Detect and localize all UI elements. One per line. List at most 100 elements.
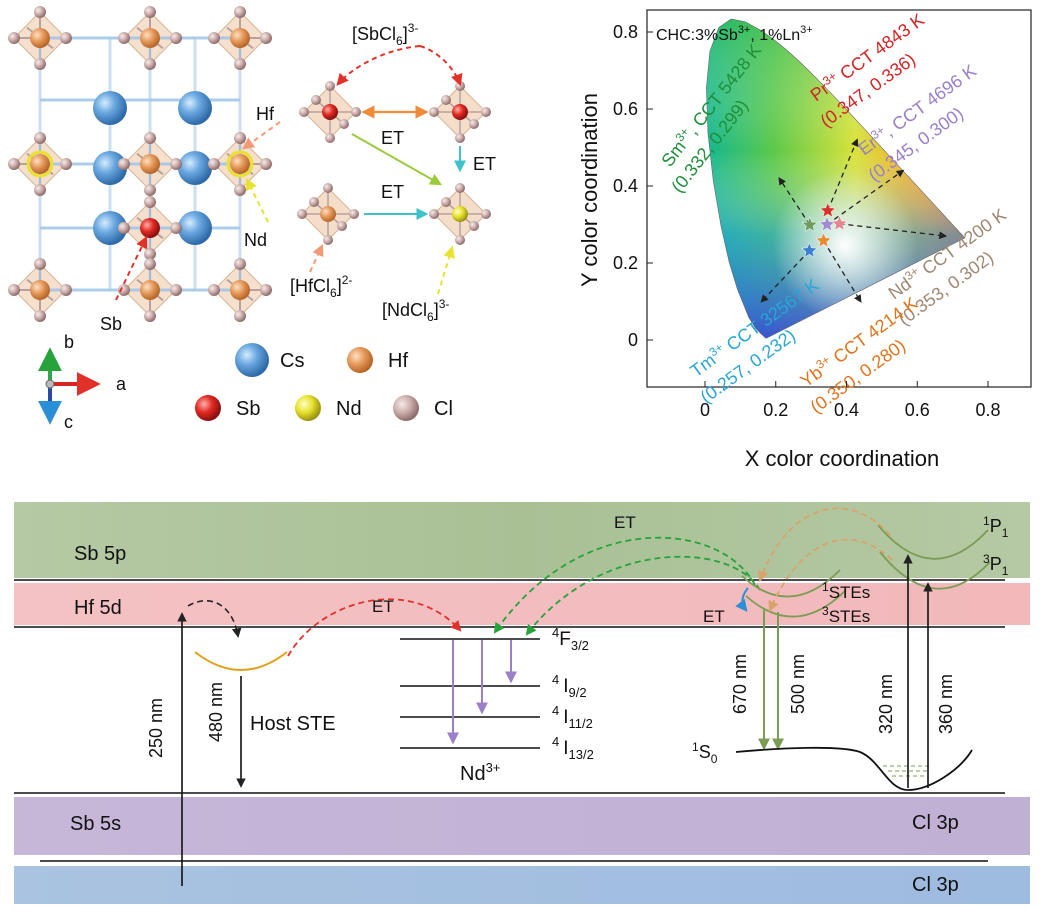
cl-atom	[260, 158, 272, 170]
cs-atom	[93, 91, 127, 125]
sb-atom	[140, 218, 160, 238]
band-hf5d	[14, 583, 1030, 625]
cl-atom	[234, 310, 246, 322]
cl-atom	[208, 284, 220, 296]
cl-atom	[208, 158, 220, 170]
site-label-hf: Hf	[256, 104, 275, 124]
hf-atom	[30, 154, 50, 174]
cl-atom	[34, 184, 46, 196]
cie-star-yb	[815, 232, 832, 248]
axis-triad: b a c	[38, 332, 127, 432]
et-label-side: ET	[473, 154, 496, 174]
wavelength-670: 670 nm	[730, 654, 750, 714]
wavelength-250: 250 nm	[146, 698, 166, 758]
cl-atom	[234, 184, 246, 196]
cs-atom	[93, 151, 127, 185]
legend-swatch-cl	[393, 395, 419, 421]
cl-atom	[234, 6, 246, 18]
cie-y-axis-label: Y color coordination	[577, 93, 602, 287]
cl-atom	[144, 258, 156, 270]
cie-x-tick-label: 0.6	[905, 400, 930, 420]
cl-atom	[144, 6, 156, 18]
sbcl6-cluster-left	[299, 81, 361, 143]
cl-atom	[234, 132, 246, 144]
band-cl3p	[14, 866, 1030, 904]
cluster-label-ndcl6: [NdCl6]3-	[382, 297, 449, 324]
et-label-sb: ET	[614, 513, 636, 532]
hf-atom	[140, 154, 160, 174]
axis-label-b: b	[64, 332, 74, 352]
cs-atom	[178, 211, 212, 245]
cie-arrow-yb	[822, 240, 862, 303]
sb-level-1stes: 1STEs	[822, 580, 870, 602]
nd-ion-label: Nd3+	[460, 760, 500, 785]
wavelength-320: 320 nm	[876, 674, 896, 734]
axis-label-a: a	[116, 374, 127, 394]
hf-atom	[30, 280, 50, 300]
cl-atom	[8, 284, 20, 296]
hf-atom	[140, 280, 160, 300]
hf-atom	[230, 154, 250, 174]
cie-arrow-sm	[778, 176, 811, 226]
band-label-sb5s: Sb 5s	[70, 813, 121, 835]
et-label-top: ET	[381, 128, 404, 148]
cs-atom	[178, 91, 212, 125]
cie-y-tick-label: 0	[628, 330, 638, 350]
legend-swatch-nd	[295, 395, 321, 421]
cl-atom	[144, 248, 156, 260]
cie-x-tick-label: 0.2	[763, 400, 788, 420]
cie-x-tick-label: 0	[700, 400, 710, 420]
hf-atom	[140, 28, 160, 48]
cl-atom	[144, 132, 156, 144]
cl-atom	[60, 158, 72, 170]
cie-x-axis-label: X color coordination	[745, 446, 939, 471]
cl-atom	[144, 310, 156, 322]
cl-atom	[170, 284, 182, 296]
host-ste-label: Host STE	[250, 713, 336, 735]
cl-atom	[144, 184, 156, 196]
cie-star-markers	[801, 201, 848, 258]
cl-atom	[234, 58, 246, 70]
cluster-label-hfcl6: [HfCl6]2-	[290, 273, 352, 300]
cl-atom	[60, 284, 72, 296]
nd-site-ring	[26, 150, 54, 178]
cie-locus-outline	[706, 18, 966, 339]
cie-y-tick-label: 0.2	[613, 253, 638, 273]
cl-atom	[118, 222, 130, 234]
site-label-nd: Nd	[244, 230, 267, 250]
cie-title: CHC:3%Sb3+, 1%Ln3+	[656, 24, 813, 44]
legend-swatch-sb	[195, 395, 221, 421]
cie-star-nd	[831, 215, 848, 231]
legend-label-nd: Nd	[336, 398, 362, 420]
cl-atom	[34, 6, 46, 18]
cluster-label-sbcl6: [SbCl6]3-	[352, 21, 418, 48]
cluster-energy-transfer-scheme	[297, 45, 491, 295]
sb-level-3stes: 3STEs	[822, 604, 870, 626]
crystal-structure-panel: b a c Hf Nd Sb [SbCl6]3- [HfCl6]2- [NdCl…	[8, 6, 496, 432]
cie-star-tm	[801, 242, 818, 258]
cl-atom	[8, 32, 20, 44]
ndcl6-cluster	[429, 183, 491, 245]
cl-atom	[34, 132, 46, 144]
cs-atom	[178, 151, 212, 185]
wavelength-360: 360 nm	[936, 674, 956, 734]
cl-atom	[8, 158, 20, 170]
et-label-bottom: ET	[381, 182, 404, 202]
cl-atom	[34, 258, 46, 270]
legend-swatch-cs	[235, 343, 269, 377]
band-sb5p	[14, 502, 1030, 578]
band-label-hf5d: Hf 5d	[74, 597, 122, 619]
cie-chromaticity-panel: Sm3+, CCT 5428 K(0.332, 0.299)Pr3+ CCT 4…	[577, 9, 1032, 471]
crystal-lattice	[8, 6, 272, 322]
cl-atom	[260, 284, 272, 296]
cl-atom	[118, 158, 130, 170]
arrow-to-sb-right	[419, 45, 463, 87]
band-label-cl3p-a: Cl 3p	[912, 812, 959, 834]
wavelength-500: 500 nm	[788, 654, 808, 714]
legend-label-sb: Sb	[236, 398, 260, 420]
cl-atom	[208, 32, 220, 44]
wavelength-480: 480 nm	[206, 682, 226, 742]
